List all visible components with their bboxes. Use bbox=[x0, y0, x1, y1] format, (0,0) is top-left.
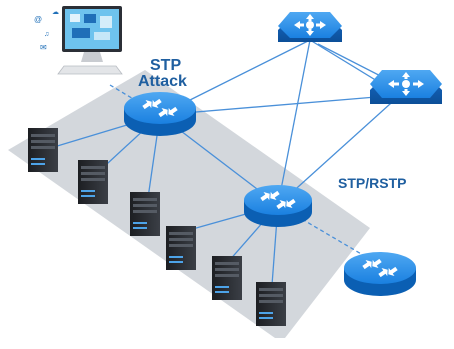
core-switch-icon bbox=[370, 70, 442, 104]
stp-rstp-label: STP/RSTP bbox=[338, 175, 407, 191]
server-icon bbox=[130, 192, 160, 236]
server-icon bbox=[256, 282, 286, 326]
server-zone bbox=[8, 70, 370, 338]
svg-text:♫: ♫ bbox=[44, 31, 49, 38]
svg-text:☁: ☁ bbox=[52, 9, 59, 16]
servers bbox=[28, 128, 286, 326]
attacker-computer-icon: @ ♫ ✉ ☁ bbox=[34, 6, 123, 75]
server-icon bbox=[78, 160, 108, 204]
svg-text:✉: ✉ bbox=[40, 43, 47, 52]
server-icon bbox=[28, 128, 58, 172]
router-icon bbox=[124, 92, 196, 136]
stp-attack-label-line2: Attack bbox=[138, 73, 187, 90]
server-icon bbox=[212, 256, 242, 300]
server-icon bbox=[166, 226, 196, 270]
router-icon bbox=[244, 185, 312, 227]
svg-text:@: @ bbox=[34, 15, 42, 24]
router-icon bbox=[344, 252, 416, 296]
core-switch-icon bbox=[278, 12, 342, 42]
stp-attack-label: STP Attack bbox=[138, 58, 187, 90]
stp-attack-label-line1: STP bbox=[150, 57, 182, 74]
